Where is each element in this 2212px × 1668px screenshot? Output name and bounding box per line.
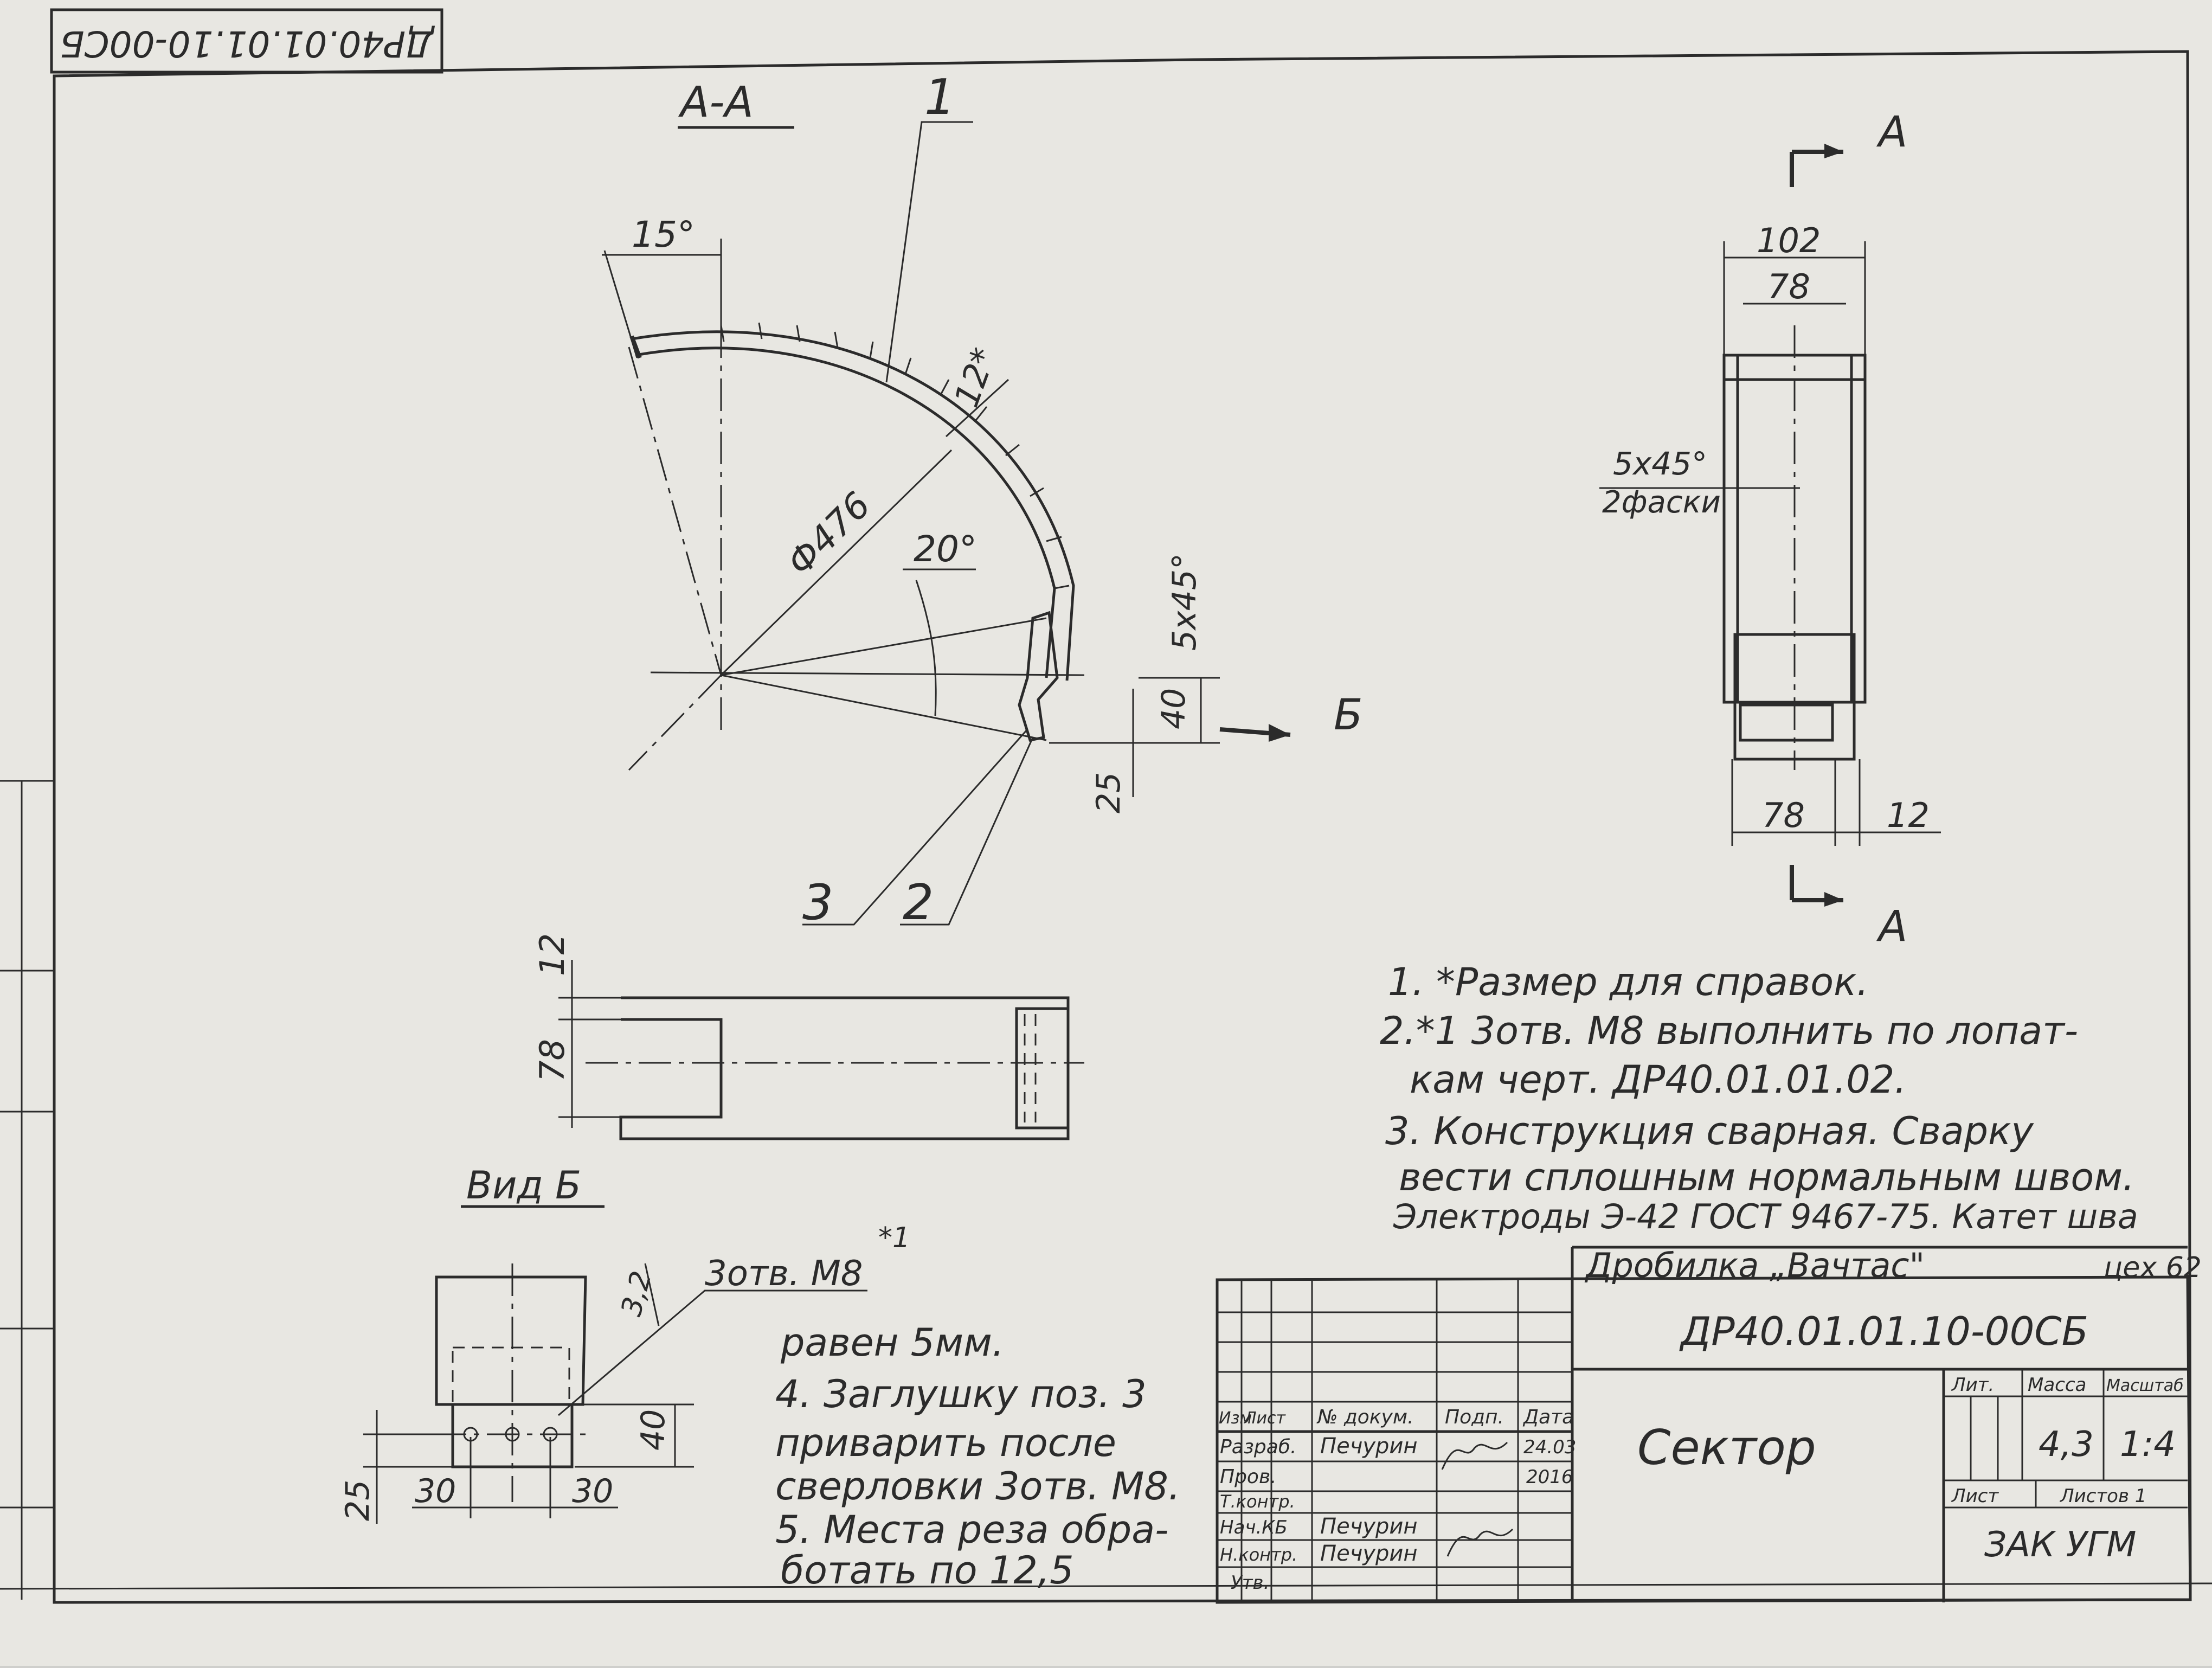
tb-mass-value: 4,3 <box>2039 1425 2094 1465</box>
tb-list: Лист <box>1951 1485 1999 1507</box>
note-line-8: 4. Заглушку поз. 3 <box>775 1372 1147 1416</box>
callout-3: 3 <box>802 874 833 931</box>
dim-40-section: 40 <box>1155 688 1193 729</box>
tb-part-name: Сектор <box>1637 1420 1816 1475</box>
section-label: А-А <box>678 78 754 127</box>
stamp-box: ДР40.01.01.10-00СБ <box>50 8 443 74</box>
dim-width-102: 102 <box>1757 221 1821 260</box>
title-block: Изм Лист № докум. Подп. Дата Разраб. Про… <box>1216 1246 2202 1604</box>
view-arrow-letter: Б <box>1334 691 1363 740</box>
tb-row-tkontr: Т.контр. <box>1220 1491 1295 1512</box>
dim-chamfer-side: 5х45° <box>1613 445 1707 482</box>
note-line-2: 2.*1 3отв. М8 выполнить по лопат- <box>1380 1009 2078 1053</box>
dim-chamfer-section: 5х45° <box>1166 553 1204 651</box>
vb-roughness: 3,2 <box>615 1268 658 1319</box>
tb-lit: Лит. <box>1951 1374 1994 1396</box>
callout-2: 2 <box>903 874 934 931</box>
side-view-right: А А 102 78 5х45° 2фаски 78 12 <box>1599 108 1941 951</box>
dim-side-78: 78 <box>532 1039 572 1082</box>
tb-designation: ДР40.01.01.10-00СБ <box>1679 1308 2088 1354</box>
tb-org: ЗАК УГМ <box>1984 1525 2136 1565</box>
dim-angle-20: 20° <box>914 528 977 570</box>
vb-dim-25: 25 <box>339 1480 377 1521</box>
section-arrow-bottom: А <box>1876 902 1907 951</box>
note-line-4: 3. Конструкция сварная. Сварку <box>1385 1109 2034 1153</box>
dim-chamfer-side-count: 2фаски <box>1602 485 1721 520</box>
note-line-11: 5. Места реза обра- <box>775 1507 1168 1552</box>
tb-hdr-podp: Подп. <box>1445 1406 1504 1428</box>
view-b: Вид Б 3отв. М8 *1 3,2 40 25 30 30 <box>339 1163 910 1524</box>
technical-notes: 1. *Размер для справок. 2.*1 3отв. М8 вы… <box>775 960 2138 1593</box>
tb-name-razrab: Печурин <box>1320 1434 1418 1459</box>
tb-shop: цех 62 <box>2104 1252 2202 1284</box>
tb-project: Дробилка „Вачтас" <box>1584 1246 1925 1285</box>
tb-massa: Масса <box>2028 1374 2086 1396</box>
tb-name-nachkb: Печурин <box>1320 1514 1418 1539</box>
note-line-9: приварить после <box>775 1421 1116 1465</box>
section-a-a: А-А 1 15° Ф476 12* 20° <box>602 69 1363 931</box>
signature-razrab <box>1441 1441 1508 1470</box>
dim-25-section: 25 <box>1090 772 1128 813</box>
signature-nachkb <box>1446 1528 1514 1557</box>
dim-angle-15: 15° <box>632 214 695 255</box>
tb-name-nkontr: Печурин <box>1320 1541 1418 1566</box>
section-arrow-top: А <box>1876 108 1907 157</box>
tb-hdr-list: Лист <box>1244 1409 1287 1428</box>
sheet-frame <box>0 50 2212 1604</box>
note-line-7: равен 5мм. <box>780 1320 1004 1365</box>
tb-row-nkontr: Н.контр. <box>1220 1544 1297 1565</box>
vb-holes-label: 3отв. М8 <box>705 1254 863 1294</box>
tb-hdr-izm: Изм <box>1219 1409 1252 1428</box>
view-label: Вид Б <box>466 1163 581 1208</box>
dim-width-78-bottom: 78 <box>1762 795 1805 835</box>
note-line-1: 1. *Размер для справок. <box>1388 960 1869 1004</box>
note-line-6: Электроды Э-42 ГОСТ 9467-75. Катет шва <box>1393 1197 2138 1236</box>
vb-dim-30-left: 30 <box>415 1472 456 1510</box>
tb-hdr-ndoc: № докум. <box>1316 1406 1413 1428</box>
note-line-12: ботать по 12,5 <box>781 1548 1074 1593</box>
tb-listov: Листов 1 <box>2059 1485 2146 1507</box>
dim-diameter-476: Ф476 <box>779 484 879 584</box>
tb-row-utv: Утв. <box>1231 1572 1269 1594</box>
tb-date-1: 24.03 <box>1523 1436 1576 1458</box>
note-line-5: вести сплошным нормальным швом. <box>1399 1155 2134 1199</box>
top-view-middle: 12 78 <box>532 933 1084 1140</box>
vb-holes-star: *1 <box>878 1222 910 1254</box>
dim-side-12: 12 <box>532 933 572 976</box>
tb-row-nachkb: Нач.КБ <box>1220 1517 1288 1538</box>
dim-thickness-12: 12* <box>946 343 1004 412</box>
stamp-code: ДР40.01.01.10-00СБ <box>60 23 435 65</box>
dim-width-12-bottom: 12 <box>1887 795 1930 835</box>
tb-row-razrab: Разраб. <box>1220 1436 1296 1458</box>
tb-date-2: 2016 <box>1526 1466 1573 1488</box>
tb-masshtab: Масштаб <box>2106 1376 2184 1395</box>
callout-1: 1 <box>924 69 955 126</box>
tb-hdr-data: Дата <box>1522 1406 1574 1428</box>
vb-dim-40: 40 <box>634 1409 672 1451</box>
tb-row-prov: Пров. <box>1220 1466 1277 1488</box>
note-line-10: сверловки 3отв. М8. <box>775 1464 1180 1509</box>
vb-dim-30-right: 30 <box>572 1472 613 1510</box>
dim-width-78-top: 78 <box>1767 267 1810 306</box>
tb-scale-value: 1:4 <box>2120 1425 2176 1465</box>
note-line-3: кам черт. ДР40.01.01.02. <box>1410 1057 1907 1102</box>
